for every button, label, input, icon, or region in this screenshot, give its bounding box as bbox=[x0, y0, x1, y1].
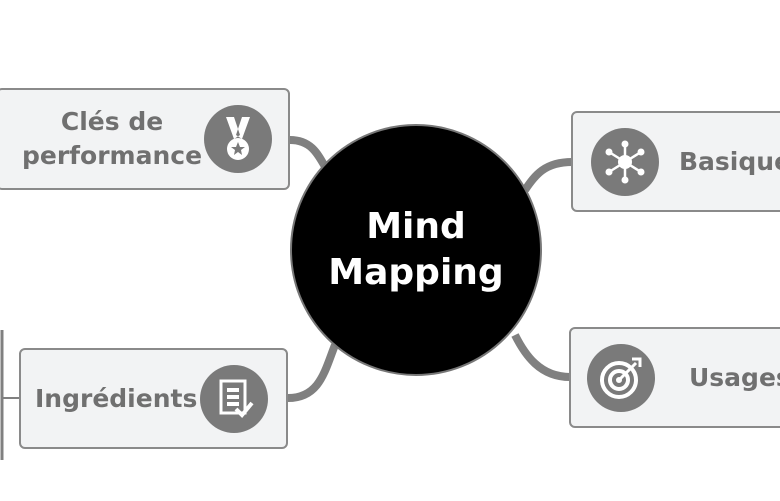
checklist-icon bbox=[200, 364, 268, 433]
branch-label: Ingrédients bbox=[35, 383, 198, 413]
branch-basique[interactable]: Basique bbox=[571, 111, 780, 212]
branch-ingredients[interactable]: Ingrédients bbox=[19, 348, 288, 449]
central-topic-line2: Mapping bbox=[328, 252, 504, 293]
branch-label: Basique bbox=[679, 146, 780, 176]
target-icon bbox=[587, 343, 655, 412]
central-topic-line1: Mind bbox=[366, 206, 466, 247]
branch-label: Usages bbox=[689, 362, 780, 392]
branch-usages[interactable]: Usages bbox=[569, 327, 780, 428]
medal-icon bbox=[204, 105, 272, 173]
network-icon bbox=[591, 127, 659, 196]
